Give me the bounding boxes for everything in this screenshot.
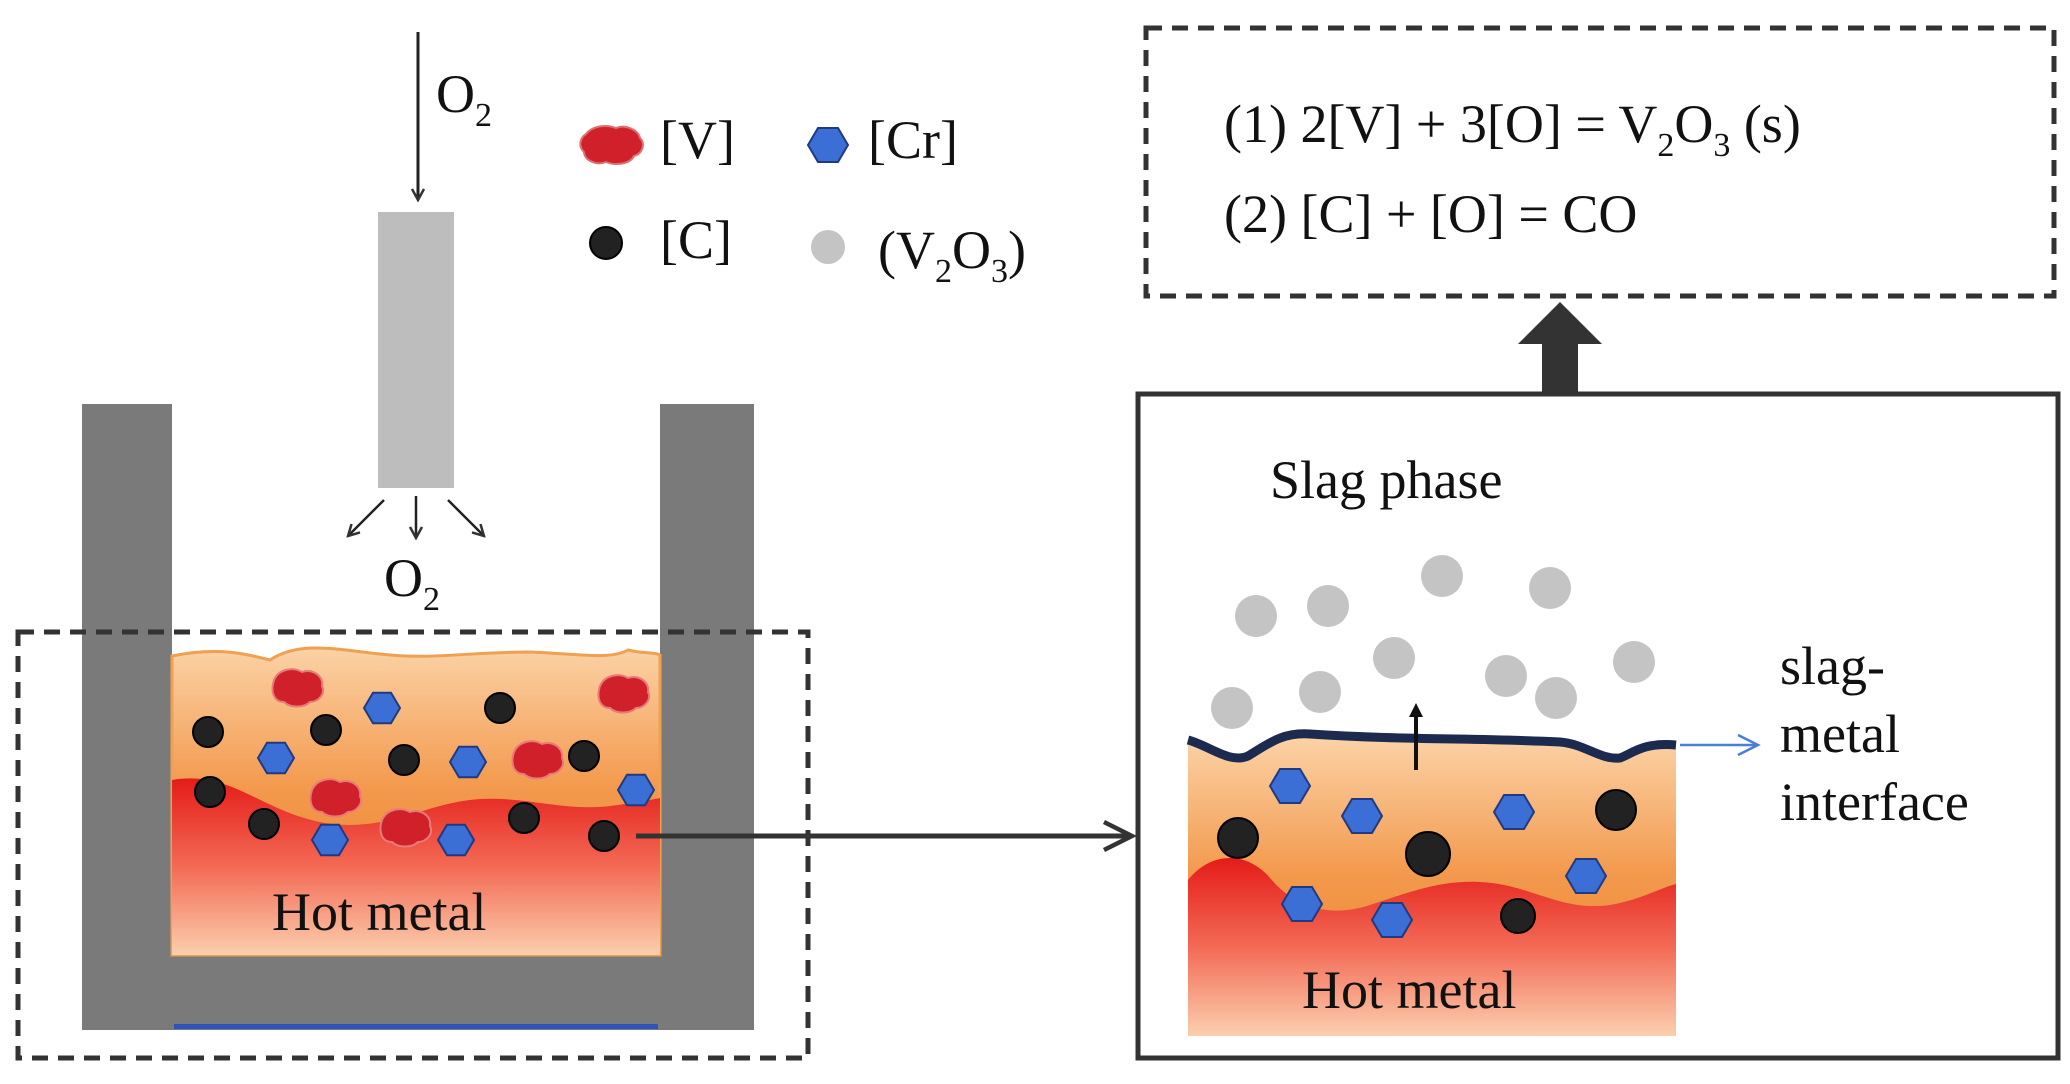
carbon-particle [192, 716, 224, 748]
carbon-particle [484, 692, 516, 724]
vessel-right-wall [660, 404, 754, 1030]
v2o3-particle [1299, 671, 1341, 713]
chromium-particle [1564, 858, 1608, 894]
vanadium-particle [379, 808, 432, 848]
carbon-particle [248, 808, 280, 840]
vessel-bottom-line [174, 1024, 658, 1029]
zoom-metal-layer [1188, 858, 1676, 1036]
chromium-particle [256, 741, 296, 775]
vanadium-particle [271, 668, 324, 708]
oxygen-lance: O2 O2 [348, 32, 492, 618]
v2o3-particle [1421, 555, 1463, 597]
chromium-particle [362, 691, 402, 725]
v2o3-particle [1211, 687, 1253, 729]
chromium-particle [1268, 768, 1312, 804]
interface-label-line-3: interface [1780, 772, 1969, 832]
v2o3-particle [1235, 595, 1277, 637]
chromium-particle [616, 773, 656, 807]
carbon-particle [194, 776, 226, 808]
carbon-particle [1500, 898, 1536, 934]
chromium-particle [310, 823, 350, 857]
slag-metal-interface-line [1186, 729, 1677, 763]
chromium-particle [1280, 886, 1324, 922]
v2o3-particle [1535, 677, 1577, 719]
o2-jet-arrow-right [447, 499, 484, 536]
legend-c-label: [C] [660, 210, 732, 270]
carbon-particle [1595, 789, 1637, 831]
slag-phase-label: Slag phase [1270, 450, 1502, 510]
vanadium-particle [309, 778, 362, 818]
legend-v-swatch [579, 125, 644, 165]
legend-v2o3-swatch [811, 230, 845, 264]
vessel-left-wall [82, 404, 172, 1030]
bath-particles [192, 668, 656, 857]
converter-vessel [82, 404, 754, 1030]
carbon-particle [388, 744, 420, 776]
legend-cr-label: [Cr] [868, 110, 958, 170]
v2o3-particle [1613, 641, 1655, 683]
reaction-1: (1) 2[V] + 3[O] = V2O3 (s) [1224, 94, 1801, 164]
interface-label-line-2: metal [1780, 704, 1900, 764]
carbon-particle [568, 740, 600, 772]
interface-label: slag- metal interface [1780, 636, 1969, 832]
chromium-particle [448, 745, 488, 779]
v2o3-particle [1529, 567, 1571, 609]
o2-jet-arrow-left [348, 499, 385, 536]
vessel-bottom [82, 955, 754, 1030]
legend: [V] [Cr] [C] (V2O3) [579, 110, 1026, 290]
v2o3-particle [1485, 655, 1527, 697]
vessel-hot-metal-label: Hot metal [272, 882, 486, 942]
result-arrow-head [1518, 302, 1602, 344]
vanadium-particle [511, 740, 564, 780]
chromium-particle [1370, 902, 1414, 938]
legend-v-label: [V] [660, 110, 735, 170]
lance-body [378, 212, 454, 488]
zoom-frame [1135, 391, 2061, 1061]
reactions-box: (1) 2[V] + 3[O] = V2O3 (s) (2) [C] + [O]… [1143, 25, 2057, 299]
chromium-particle [1340, 798, 1384, 834]
carbon-particle [588, 820, 620, 852]
molten-bath: Hot metal [170, 646, 662, 957]
chromium-particle [1492, 794, 1536, 830]
carbon-particle [1405, 831, 1451, 877]
interface-label-line-1: slag- [1780, 636, 1885, 696]
reactions-frame [1143, 25, 2057, 299]
legend-cr-swatch [806, 127, 850, 163]
chromium-particle [436, 823, 476, 857]
reaction-2: (2) [C] + [O] = CO [1224, 184, 1637, 244]
carbon-particle [310, 714, 342, 746]
carbon-particle [508, 802, 540, 834]
result-arrow-shaft [1542, 340, 1578, 396]
zoom-panel: Slag phase Hot metal [1135, 391, 2061, 1061]
legend-v2o3-label: (V2O3) [878, 220, 1026, 290]
vanadium-particle [597, 674, 650, 714]
o2-top-label: O2 [436, 64, 492, 134]
zoom-hot-metal-label: Hot metal [1302, 960, 1516, 1020]
zoom-selection-box [15, 629, 811, 1061]
v2o3-particle [1307, 585, 1349, 627]
zoom-particles [1211, 555, 1655, 938]
v2o3-particle [1373, 637, 1415, 679]
legend-c-swatch [589, 226, 623, 260]
carbon-particle [1217, 817, 1259, 859]
result-arrow [1518, 302, 1602, 396]
o2-bottom-label: O2 [384, 548, 440, 618]
